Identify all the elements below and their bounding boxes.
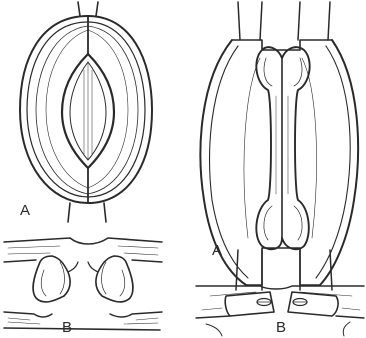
figure-label-right-b: B <box>276 320 286 335</box>
right-stoma-surface-view <box>200 2 358 290</box>
figure-label-left-a: A <box>20 203 30 218</box>
left-stoma-cross-section <box>4 238 162 330</box>
left-stoma-surface-view <box>20 2 152 222</box>
figure-label-right-a: A <box>212 243 222 258</box>
figure-label-left-b: B <box>62 320 72 335</box>
